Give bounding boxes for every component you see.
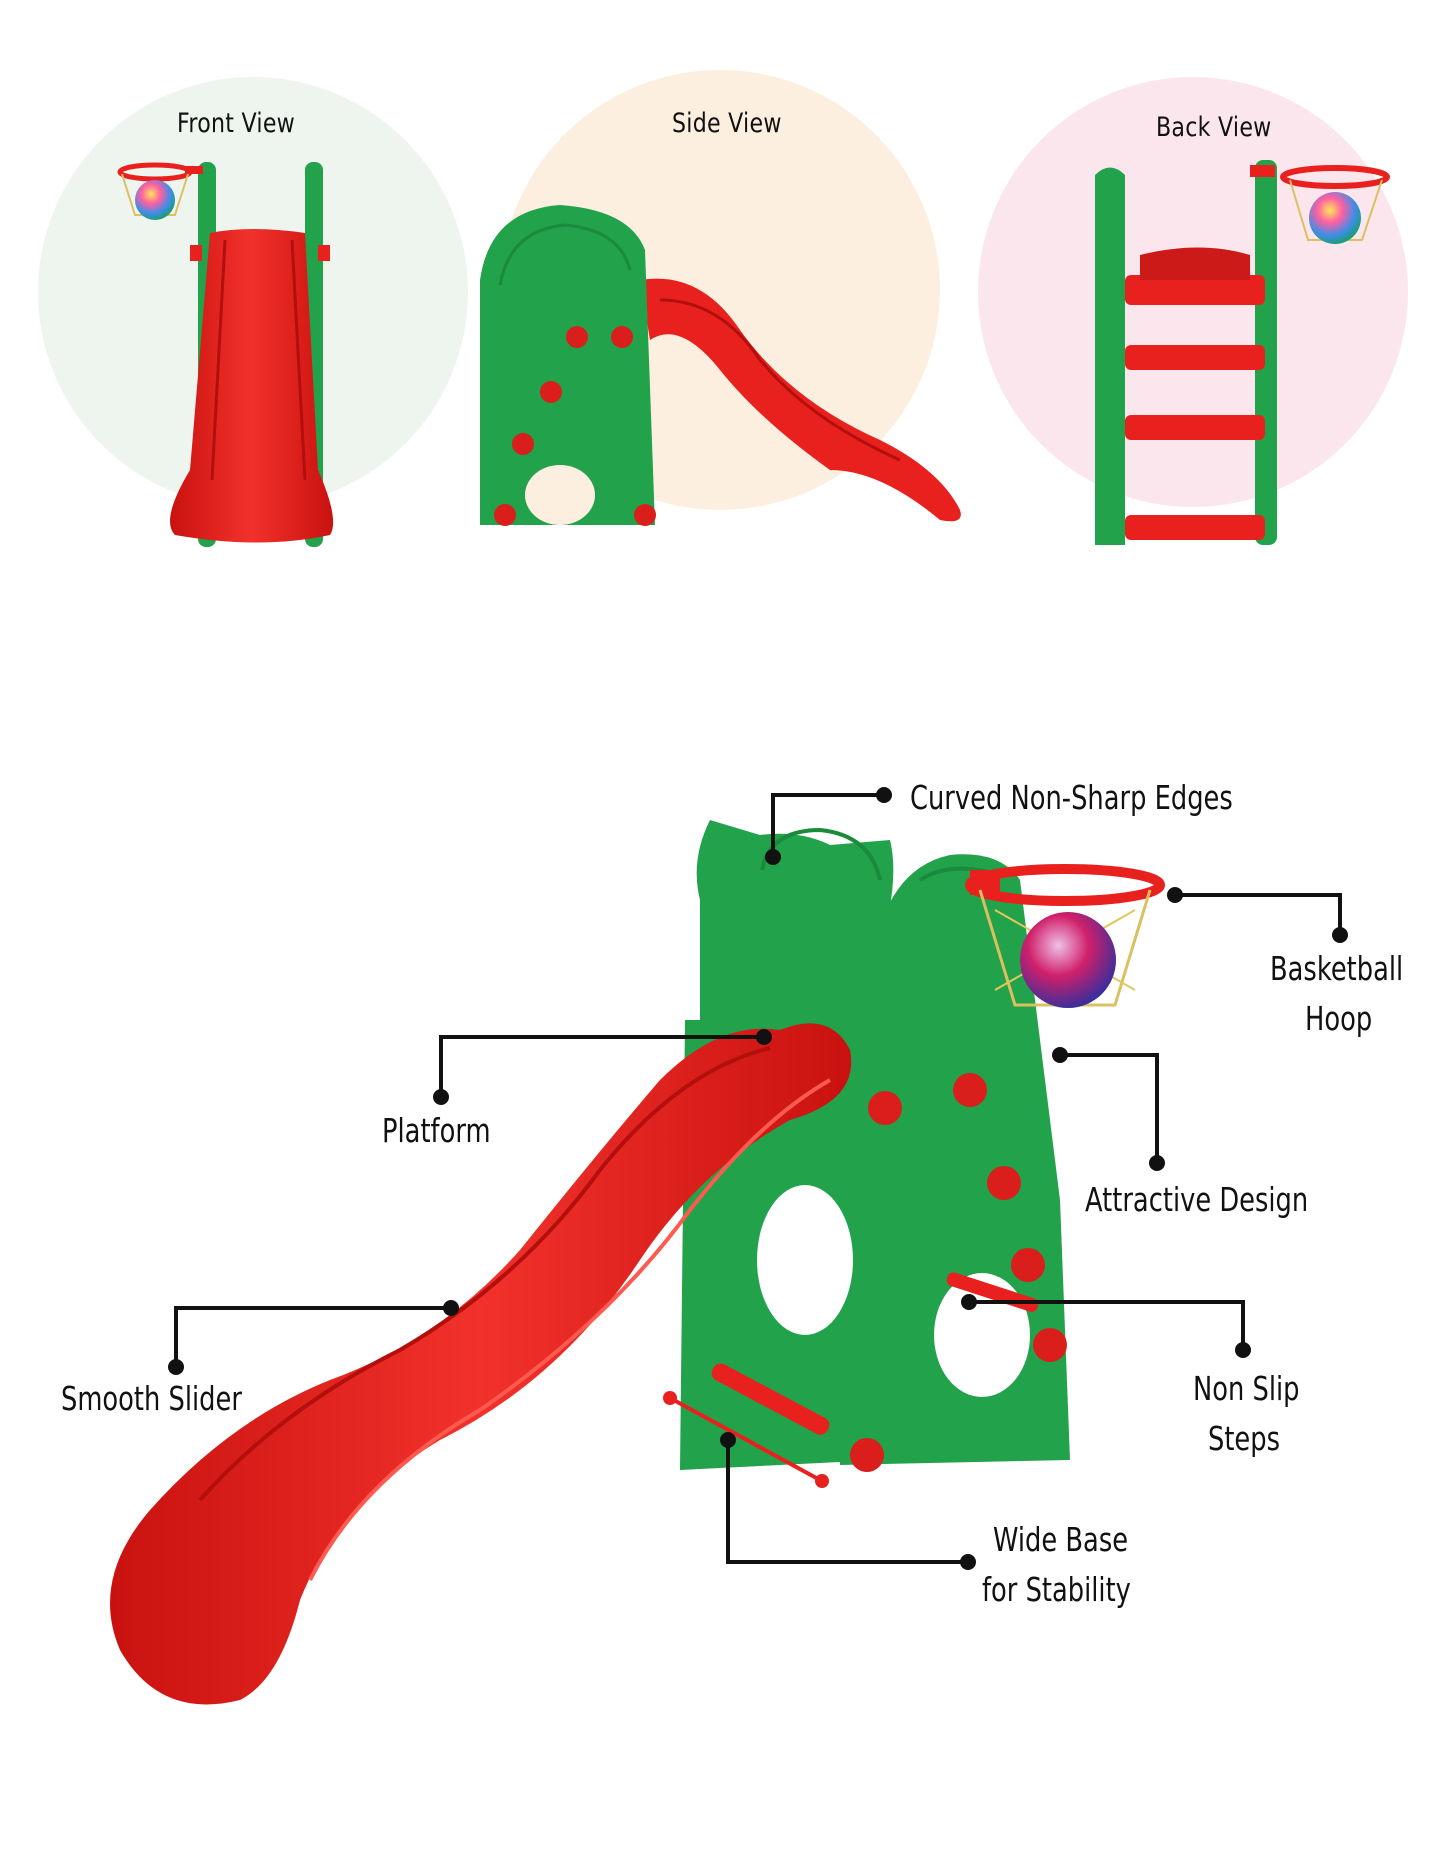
callout-platform: Platform: [382, 1111, 491, 1150]
leader-design: [1060, 1053, 1159, 1163]
callout-curved-edges: Curved Non-Sharp Edges: [910, 778, 1233, 817]
side-view-image: [480, 205, 961, 526]
leader-edges: [771, 793, 884, 857]
back-view-image: [1095, 160, 1390, 545]
leader-slider: [174, 1306, 451, 1367]
callout-hoop-line1: Basketball: [1270, 949, 1404, 988]
callout-steps-line1: Non Slip: [1193, 1369, 1300, 1408]
front-view-image: [117, 162, 334, 547]
front-view-title: Front View: [177, 108, 296, 139]
callout-attractive-design: Attractive Design: [1085, 1180, 1309, 1219]
callout-leaders: [168, 787, 1348, 1570]
side-view-title: Side View: [672, 108, 782, 139]
callout-base-line2: for Stability: [982, 1570, 1131, 1609]
callout-hoop-line2: Hoop: [1305, 999, 1373, 1038]
callout-base-line1: Wide Base: [993, 1520, 1129, 1559]
leader-base: [726, 1440, 968, 1564]
main-product-image: [110, 820, 1165, 1705]
callout-steps-line2: Steps: [1208, 1419, 1281, 1458]
back-view-title: Back View: [1156, 112, 1272, 143]
leader-platform: [439, 1035, 764, 1097]
callout-smooth-slider: Smooth Slider: [61, 1379, 242, 1418]
leader-steps: [969, 1300, 1245, 1350]
leader-hoop: [1175, 893, 1342, 935]
